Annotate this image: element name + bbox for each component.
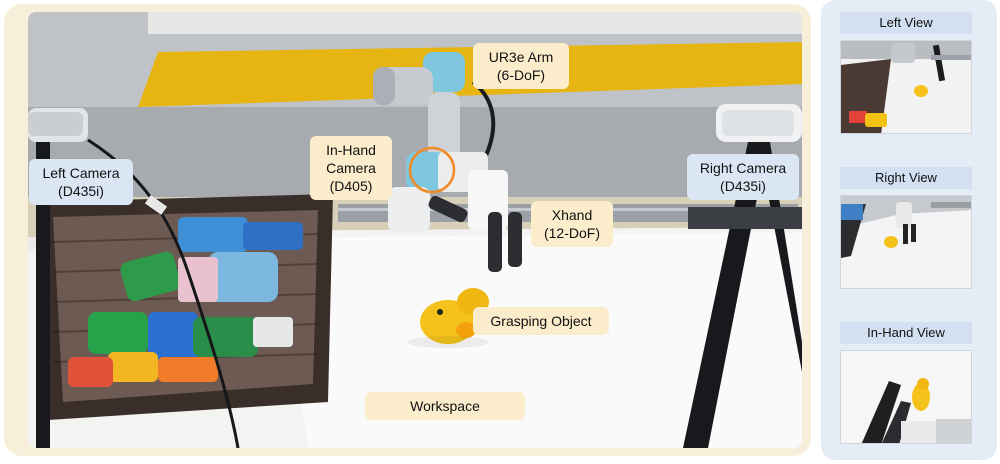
left-view-image	[840, 40, 972, 134]
ur3e-arm-label-line1: UR3e Arm	[488, 49, 554, 65]
left-camera-label-line2: (D435i)	[58, 183, 104, 199]
in-hand-camera-label: In-Hand Camera (D405)	[310, 136, 392, 200]
in-hand-view-image	[840, 350, 972, 444]
right-camera-label: Right Camera (D435i)	[687, 154, 799, 200]
left-tripod	[36, 142, 50, 448]
left-camera-label: Left Camera (D435i)	[29, 159, 133, 205]
right-view-image	[840, 195, 972, 289]
right-view-title: Right View	[840, 167, 972, 189]
camera-views-panel: Left View Right View In-Hand	[821, 0, 997, 460]
right-camera-label-line1: Right Camera	[699, 160, 787, 176]
left-camera-label-line1: Left Camera	[42, 165, 120, 181]
ur3e-joint	[423, 52, 465, 92]
yellow-wall-stripe	[138, 42, 802, 107]
robot-scene-photo	[28, 12, 802, 448]
in-hand-camera-label-line2: Camera	[326, 160, 376, 176]
ur3e-arm-label: UR3e Arm (6-DoF)	[473, 43, 569, 89]
in-hand-camera-label-line1: In-Hand	[326, 142, 376, 158]
workspace-label: Workspace	[365, 392, 525, 420]
in-hand-view-title: In-Hand View	[840, 322, 972, 344]
xhand-label-line2: (12-DoF)	[543, 225, 600, 241]
main-photo-panel: UR3e Arm (6-DoF) In-Hand Camera (D405) L…	[4, 4, 811, 456]
in-hand-camera-label-line3: (D405)	[329, 178, 373, 194]
left-view-title: Left View	[840, 12, 972, 34]
xhand-label: Xhand (12-DoF)	[531, 201, 613, 247]
workspace-label-text: Workspace	[410, 398, 480, 414]
grasping-object-label: Grasping Object	[473, 307, 609, 335]
scene-illustration	[28, 12, 802, 448]
xhand-label-line1: Xhand	[551, 207, 593, 223]
right-camera-label-line2: (D435i)	[720, 178, 766, 194]
ur3e-arm-label-line2: (6-DoF)	[496, 67, 546, 83]
in-hand-camera-highlight	[408, 146, 456, 194]
grasping-object-label-text: Grasping Object	[490, 313, 592, 329]
